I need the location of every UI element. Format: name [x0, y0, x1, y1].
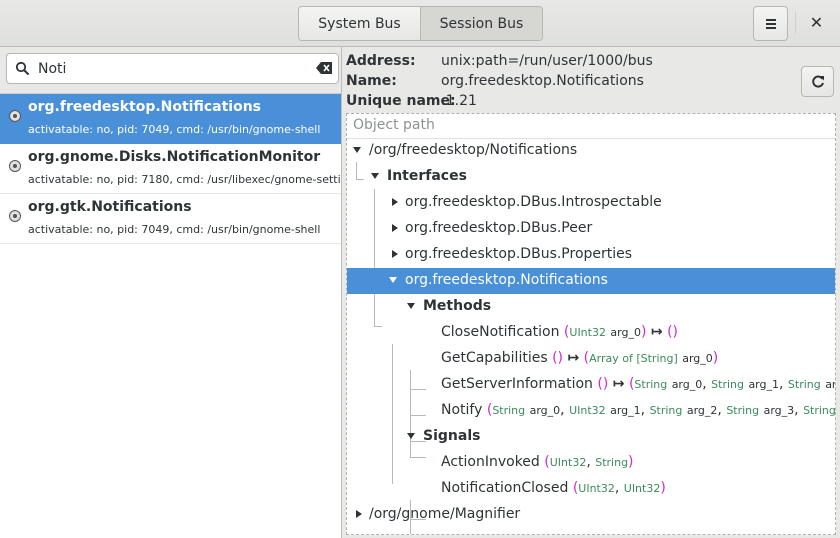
executable-icon — [9, 160, 21, 172]
address-row: Address: unix:path=/run/user/1000/bus — [346, 53, 653, 69]
tree-row-method[interactable]: GetCapabilities () ↦ (Array of [String] … — [347, 346, 835, 372]
service-list-pane: org.freedesktop.Notifications activatabl… — [0, 47, 342, 538]
menu-button[interactable] — [753, 6, 788, 41]
clear-icon[interactable] — [316, 62, 332, 74]
details-pane: Address: unix:path=/run/user/1000/bus Nam… — [342, 47, 840, 538]
method-name: CloseNotification — [441, 324, 560, 340]
service-detail: activatable: no, pid: 7180, cmd: /usr/li… — [28, 173, 340, 186]
tree-line — [410, 389, 426, 390]
signal-signature: ActionInvoked (UInt32, String) — [441, 454, 634, 470]
service-name: org.gnome.Disks.NotificationMonitor — [28, 149, 321, 165]
service-row-disks-notification-monitor[interactable]: org.gnome.Disks.NotificationMonitor acti… — [0, 144, 341, 194]
tree-line — [356, 179, 364, 180]
interface-label: org.freedesktop.DBus.Introspectable — [405, 194, 662, 210]
method-signature: GetCapabilities () ↦ (Array of [String] … — [441, 350, 719, 366]
service-row-freedesktop-notifications[interactable]: org.freedesktop.Notifications activatabl… — [0, 94, 341, 144]
tree-line — [410, 370, 411, 458]
tree-row-signal[interactable]: NotificationClosed (UInt32, UInt32) — [347, 476, 835, 502]
method-signature: GetServerInformation () ↦ (String arg_0,… — [441, 376, 836, 392]
header-bar: System Bus Session Bus ✕ — [0, 0, 840, 47]
object-path-column-header[interactable]: Object path — [347, 114, 835, 139]
interface-label: org.freedesktop.DBus.Properties — [405, 246, 633, 262]
expander-closed-icon[interactable] — [392, 250, 398, 258]
executable-icon — [9, 210, 21, 222]
expander-closed-icon[interactable] — [356, 510, 362, 518]
method-signature: Notify (String arg_0, UInt32 arg_1, Stri… — [441, 402, 836, 418]
name-value: org.freedesktop.Notifications — [441, 73, 644, 89]
tree-row-methods[interactable]: Methods — [347, 294, 835, 320]
expander-open-icon[interactable] — [353, 147, 361, 153]
tab-session-bus[interactable]: Session Bus — [420, 7, 542, 40]
hamburger-icon — [765, 18, 776, 29]
tree-line — [374, 189, 375, 327]
tree-row-interface[interactable]: org.freedesktop.DBus.Peer — [347, 216, 835, 242]
search-input[interactable] — [36, 58, 310, 80]
tree-line — [410, 500, 411, 534]
expander-open-icon[interactable] — [407, 433, 415, 439]
tree-row-method[interactable]: GetServerInformation () ↦ (String arg_0,… — [347, 372, 835, 398]
tree-row-root-path[interactable]: /org/freedesktop/Notifications — [347, 138, 835, 164]
tree-line — [392, 344, 393, 484]
tree-line — [410, 519, 426, 520]
method-name: GetCapabilities — [441, 350, 548, 366]
tree-row-magnifier-path[interactable]: /org/gnome/Magnifier — [347, 502, 835, 528]
method-name: GetServerInformation — [441, 376, 593, 392]
tree-row-interfaces[interactable]: Interfaces — [347, 164, 835, 190]
unique-name-label: Unique name: — [346, 93, 456, 109]
tree-row-method[interactable]: Notify (String arg_0, UInt32 arg_1, Stri… — [347, 398, 835, 424]
expander-closed-icon[interactable] — [392, 224, 398, 232]
service-detail: activatable: no, pid: 7049, cmd: /usr/bi… — [28, 123, 321, 136]
expander-open-icon[interactable] — [371, 173, 379, 179]
executable-icon — [9, 110, 21, 122]
expander-open-icon[interactable] — [389, 277, 397, 283]
tab-system-bus[interactable]: System Bus — [299, 7, 420, 40]
tree-row-interface[interactable]: org.freedesktop.DBus.Introspectable — [347, 190, 835, 216]
signals-label: Signals — [423, 428, 481, 444]
service-detail: activatable: no, pid: 7049, cmd: /usr/bi… — [28, 223, 321, 236]
refresh-button[interactable] — [801, 66, 834, 97]
service-name: org.freedesktop.Notifications — [28, 99, 262, 115]
search-icon — [15, 61, 30, 76]
object-path-label: /org/freedesktop/Notifications — [369, 142, 578, 158]
interfaces-label: Interfaces — [387, 168, 467, 184]
tree-row-signal[interactable]: ActionInvoked (UInt32, String) — [347, 450, 835, 476]
service-row-gtk-notifications[interactable]: org.gtk.Notifications activatable: no, p… — [0, 194, 341, 244]
name-label: Name: — [346, 73, 397, 89]
search-entry[interactable] — [6, 53, 339, 84]
signal-signature: NotificationClosed (UInt32, UInt32) — [441, 480, 666, 496]
header-separator — [795, 12, 796, 34]
refresh-icon — [811, 75, 824, 87]
tree-row-signals[interactable]: Signals — [347, 424, 835, 450]
tree-row-interface-selected[interactable]: org.freedesktop.Notifications — [347, 268, 835, 294]
methods-label: Methods — [423, 298, 492, 314]
method-name: Notify — [441, 402, 483, 418]
tree-line — [410, 415, 426, 416]
address-label: Address: — [346, 53, 416, 69]
expander-closed-icon[interactable] — [392, 198, 398, 206]
tree-row-method[interactable]: CloseNotification (UInt32 arg_0) ↦ () — [347, 320, 835, 346]
service-name: org.gtk.Notifications — [28, 199, 192, 215]
close-button[interactable]: ✕ — [800, 6, 833, 39]
interface-label: org.freedesktop.DBus.Peer — [405, 220, 593, 236]
tree-row-interface[interactable]: org.freedesktop.DBus.Properties — [347, 242, 835, 268]
tree-line — [374, 326, 382, 327]
signal-name: ActionInvoked — [441, 454, 540, 470]
signal-name: NotificationClosed — [441, 480, 569, 496]
close-icon: ✕ — [809, 13, 824, 32]
unique-name-row: Unique name::1.21 — [346, 93, 477, 109]
object-path-label: /org/gnome/Magnifier — [369, 506, 521, 522]
tree-line — [410, 457, 426, 458]
method-signature: CloseNotification (UInt32 arg_0) ↦ () — [441, 324, 679, 340]
unique-name-value: :1.21 — [441, 93, 477, 109]
tree-line — [356, 162, 357, 180]
search-bar — [0, 47, 341, 94]
interface-label: org.freedesktop.Notifications — [405, 272, 608, 288]
object-tree[interactable]: Object path /org/freedesktop/Notificatio… — [346, 113, 836, 535]
bus-switcher: System Bus Session Bus — [298, 6, 543, 41]
address-value: unix:path=/run/user/1000/bus — [441, 53, 653, 69]
name-row: Name: org.freedesktop.Notifications — [346, 73, 644, 89]
tree-line — [410, 441, 426, 442]
expander-open-icon[interactable] — [407, 303, 415, 309]
